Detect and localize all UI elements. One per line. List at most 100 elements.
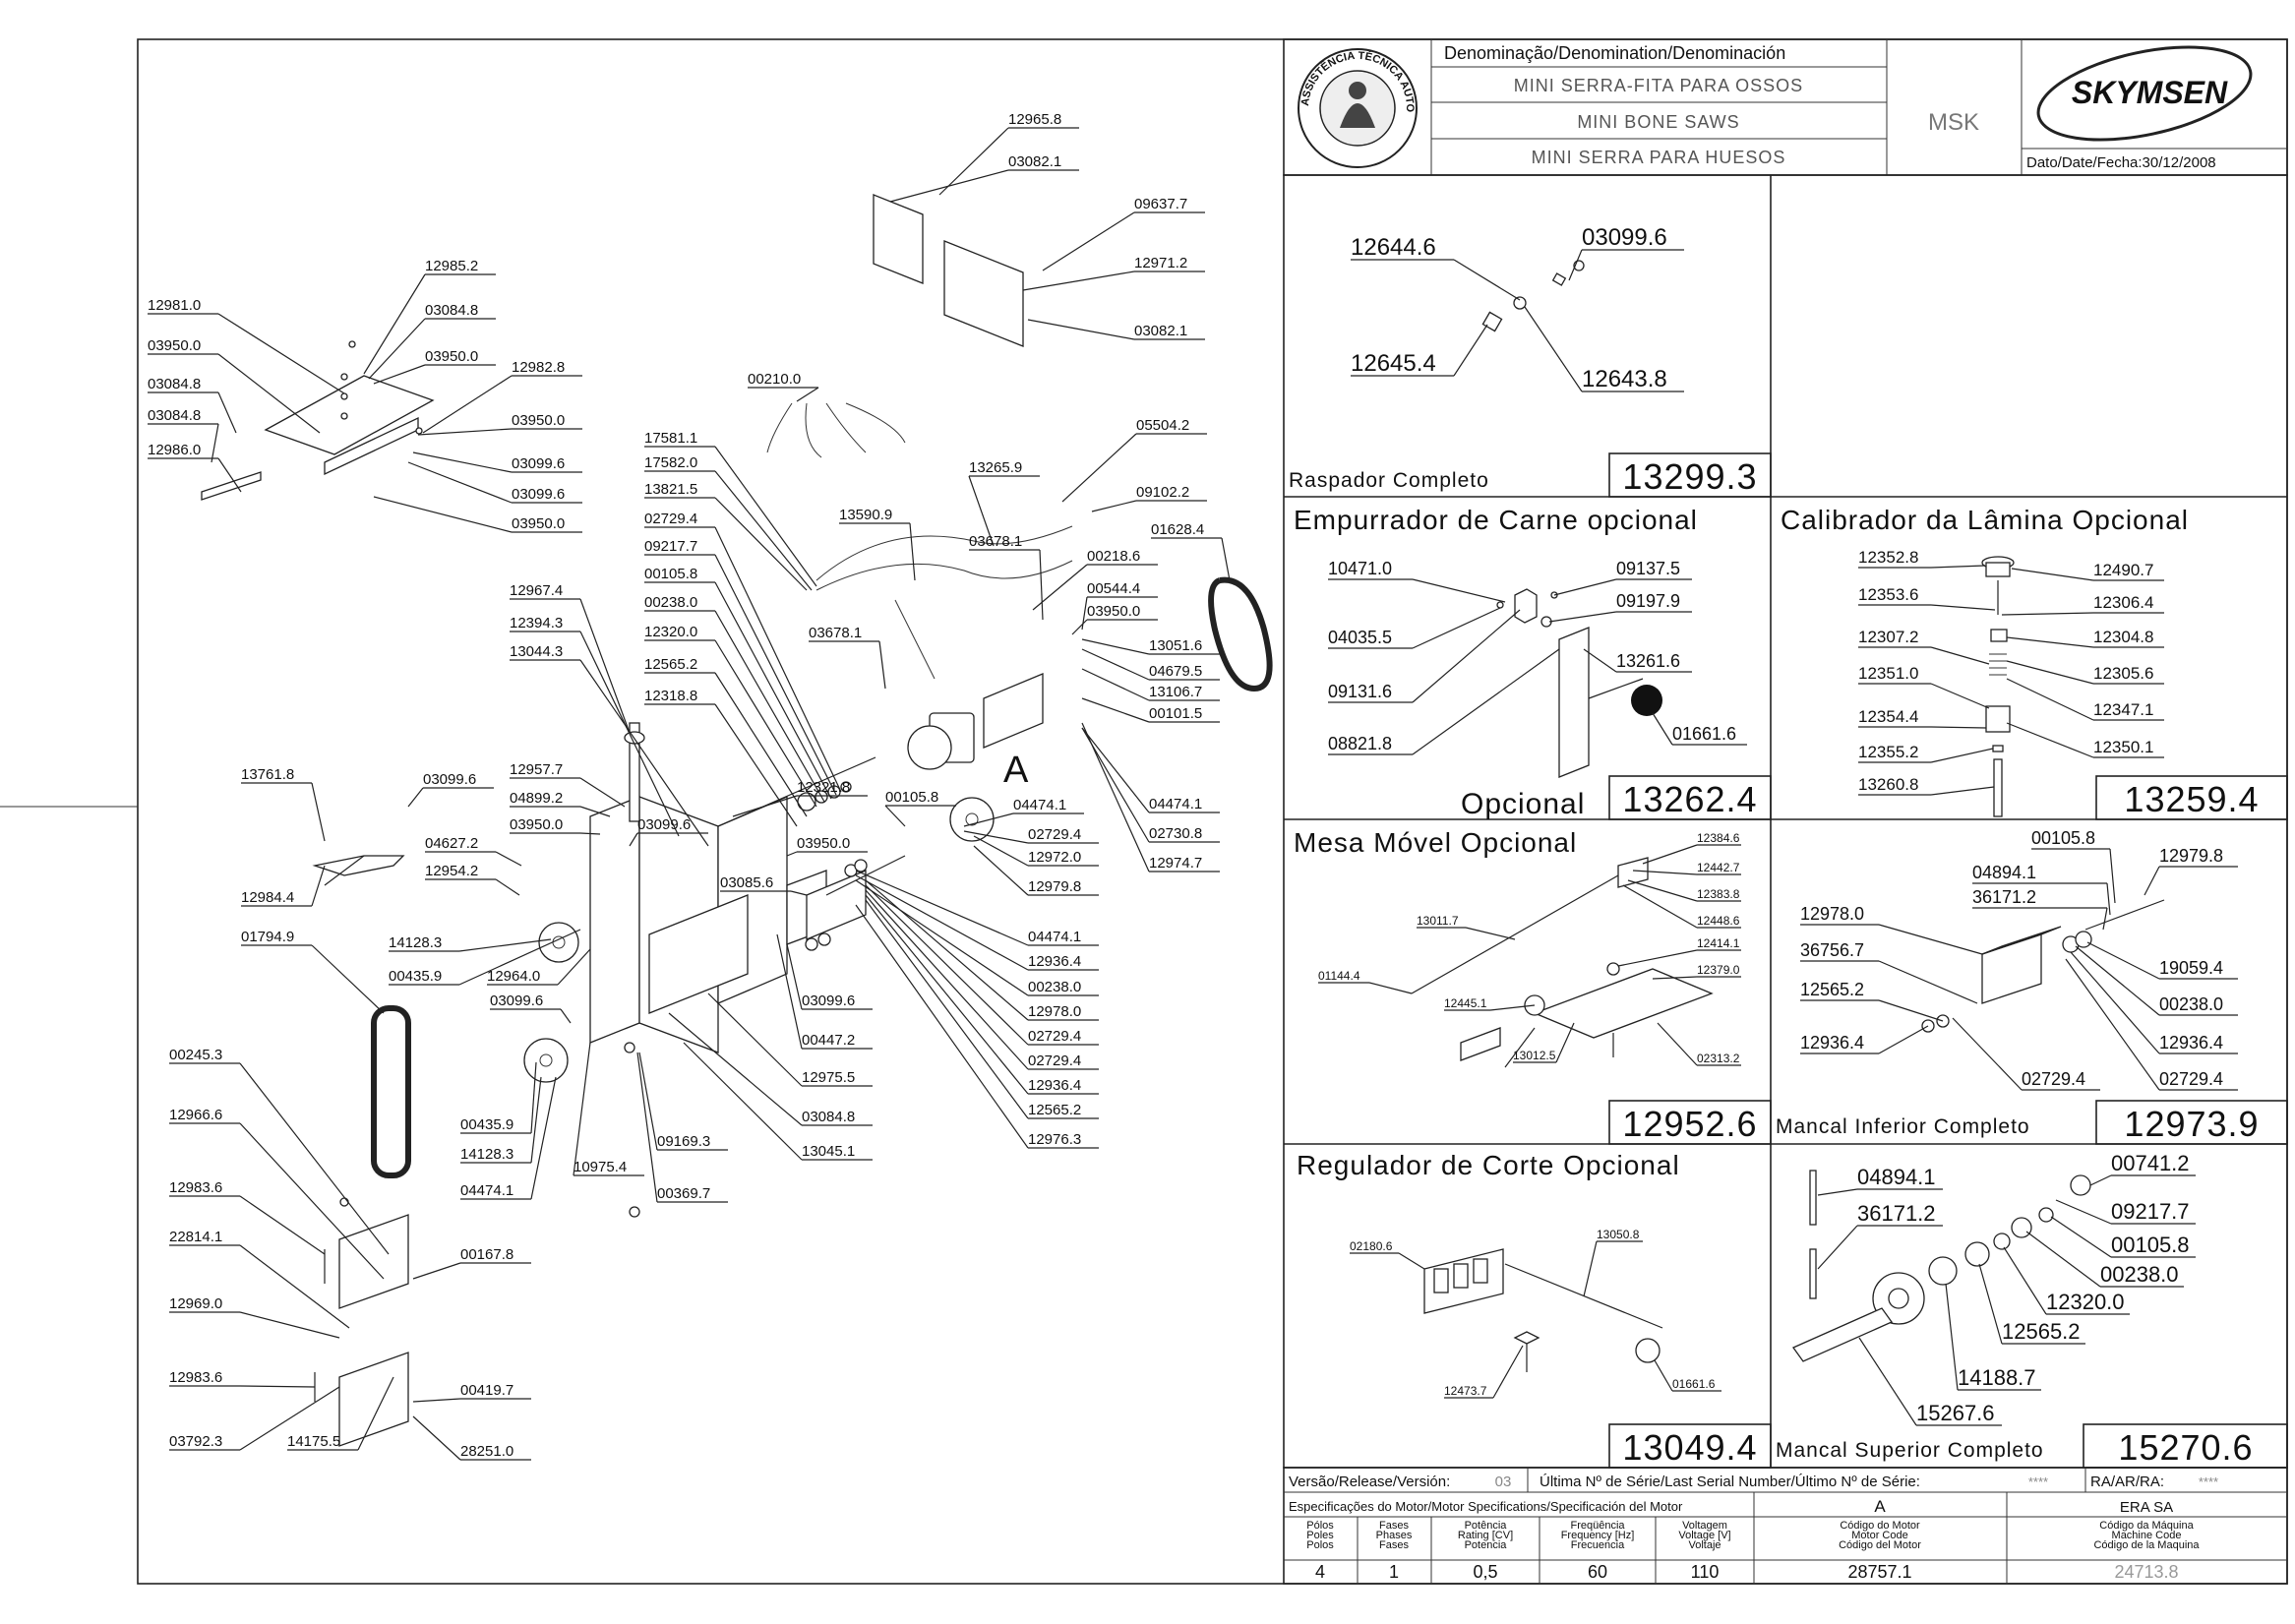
- version-value: 03: [1495, 1474, 1512, 1490]
- mesa-label-5: 12414.1: [1697, 936, 1740, 950]
- callout-leader: [1081, 727, 1150, 813]
- callout-label: 04899.2: [510, 790, 563, 807]
- panel-mancal-superior-title: Mancal Superior Completo: [1776, 1439, 2044, 1462]
- callout-label: 00245.3: [169, 1047, 222, 1063]
- callout-leader: [579, 659, 709, 847]
- callout-leader: [776, 933, 803, 1050]
- callout-leader: [865, 889, 1029, 1070]
- model-code: MSK: [1928, 109, 1979, 136]
- value-voltage: 110: [1691, 1562, 1720, 1582]
- mesa-label-7: 12379.0: [1697, 963, 1740, 977]
- empurrador-parts: [1496, 588, 1662, 778]
- name-en: MINI BONE SAWS: [1577, 112, 1739, 132]
- callout-leader: [530, 1061, 537, 1134]
- callout-label: 02729.4: [644, 511, 697, 527]
- callout-leader: [579, 777, 626, 808]
- callout-leader: [417, 428, 513, 436]
- callout-label: 03950.0: [512, 515, 565, 532]
- callout-leader: [495, 878, 520, 896]
- name-pt: MINI SERRA-FITA PARA OSSOS: [1514, 76, 1803, 95]
- callout-label: 00419.7: [460, 1382, 513, 1399]
- calibrador-label-6: 12305.6: [2093, 664, 2153, 683]
- callout-label: 12982.8: [512, 359, 565, 376]
- empurrador-label-2: 09197.9: [1616, 591, 1680, 611]
- callout-label: 14128.3: [460, 1146, 513, 1163]
- callout-label: 12972.0: [1028, 849, 1081, 866]
- mancal-inferior-label-2: 04894.1: [1972, 863, 2036, 882]
- callout-leader: [217, 457, 242, 493]
- mancal-inferior-label-6: 36756.7: [1800, 940, 1864, 960]
- callout-leader: [1081, 722, 1150, 872]
- callout-leader: [786, 943, 803, 1010]
- callout-label: 12394.3: [510, 615, 563, 632]
- brand-name: SKYMSEN: [2072, 75, 2228, 110]
- callout-label: 12318.8: [644, 688, 697, 704]
- callout-label: 12320.0: [644, 624, 697, 640]
- calibrador-labels: 12352.8 12490.7 12353.6 12306.4 12307.2 …: [1858, 548, 2164, 796]
- callout-label: 13044.3: [510, 643, 563, 660]
- regulador-label-2: 12473.7: [1444, 1384, 1487, 1398]
- callout-label: 00101.5: [1149, 705, 1202, 722]
- callout-label: 03950.0: [425, 348, 478, 365]
- value-machine-code: 24713.8: [2114, 1562, 2178, 1582]
- mesa-label-4: 12448.6: [1697, 914, 1740, 928]
- regulador-parts: [1423, 1248, 1663, 1372]
- callout-leader: [1081, 638, 1150, 655]
- callout-leader: [373, 364, 426, 385]
- mesa-labels: 12384.6 12442.7 12383.8 13011.7 12448.6 …: [1318, 831, 1741, 1066]
- callout-leader: [638, 1052, 658, 1151]
- panel-mesa-title: Mesa Móvel Opcional: [1294, 827, 1577, 858]
- callout-label: 12969.0: [169, 1295, 222, 1312]
- callout-leader: [1032, 564, 1088, 611]
- mancal-superior-label-2: 36171.2: [1857, 1201, 1936, 1226]
- callout-label: 03085.6: [720, 874, 773, 891]
- callout-label: 00218.6: [1087, 548, 1140, 565]
- callout-leader: [865, 879, 1029, 1021]
- callout-leader: [790, 890, 808, 896]
- callout-leader: [530, 1076, 557, 1200]
- knob-icon: [1631, 685, 1662, 716]
- callout-leader: [714, 497, 808, 591]
- callout-leader: [311, 944, 385, 1014]
- callout-leader: [714, 610, 825, 803]
- mancal-inferior-label-10: 12936.4: [2159, 1033, 2223, 1053]
- callout-label: 04627.2: [425, 835, 478, 852]
- empurrador-label-3: 04035.5: [1328, 628, 1392, 647]
- mancal-superior-label-5: 00238.0: [2100, 1262, 2179, 1287]
- callout-label: 13051.6: [1149, 637, 1202, 654]
- callout-label: 22814.1: [169, 1229, 222, 1245]
- callout-leader: [573, 1042, 591, 1176]
- callout-leader: [889, 169, 1009, 203]
- panel-empurrador-code: 13262.4: [1622, 779, 1757, 819]
- callout-leader: [530, 1076, 542, 1164]
- callout-leader: [629, 832, 638, 847]
- callout-leader: [963, 830, 1029, 844]
- calibrador-parts: [1981, 556, 2015, 817]
- callout-leader: [579, 832, 601, 835]
- mancal-superior-label-4: 00105.8: [2111, 1233, 2190, 1257]
- callout-leader: [786, 851, 798, 857]
- callout-label: 14128.3: [389, 934, 442, 951]
- mancal-superior-parts: [1792, 1170, 2091, 1362]
- callout-label: 00238.0: [1028, 979, 1081, 995]
- callout-leader: [239, 1244, 350, 1329]
- brand-logo: SKYMSEN: [2036, 45, 2253, 142]
- callout-label: 04474.1: [460, 1182, 513, 1199]
- callout-label: 03678.1: [809, 625, 862, 641]
- callout-leader: [1061, 433, 1137, 503]
- callout-label: 00210.0: [748, 371, 801, 388]
- callout-label: 12957.7: [510, 761, 563, 778]
- raspador-label-1: 03099.6: [1582, 224, 1667, 251]
- callout-label: 04474.1: [1013, 797, 1066, 813]
- callout-label: 03099.6: [490, 992, 543, 1009]
- callout-label: 12971.2: [1134, 255, 1187, 271]
- callout-label: 12936.4: [1028, 953, 1081, 970]
- callout-leader: [884, 805, 906, 827]
- raspador-label-3: 12643.8: [1582, 366, 1667, 392]
- regulador-label-3: 01661.6: [1672, 1377, 1716, 1391]
- callout-leader: [239, 1195, 326, 1255]
- seal-text: ASSISTÊNCIA TÉCNICA AUTORIZADA: [0, 0, 1416, 113]
- callout-label: 03084.8: [148, 376, 201, 392]
